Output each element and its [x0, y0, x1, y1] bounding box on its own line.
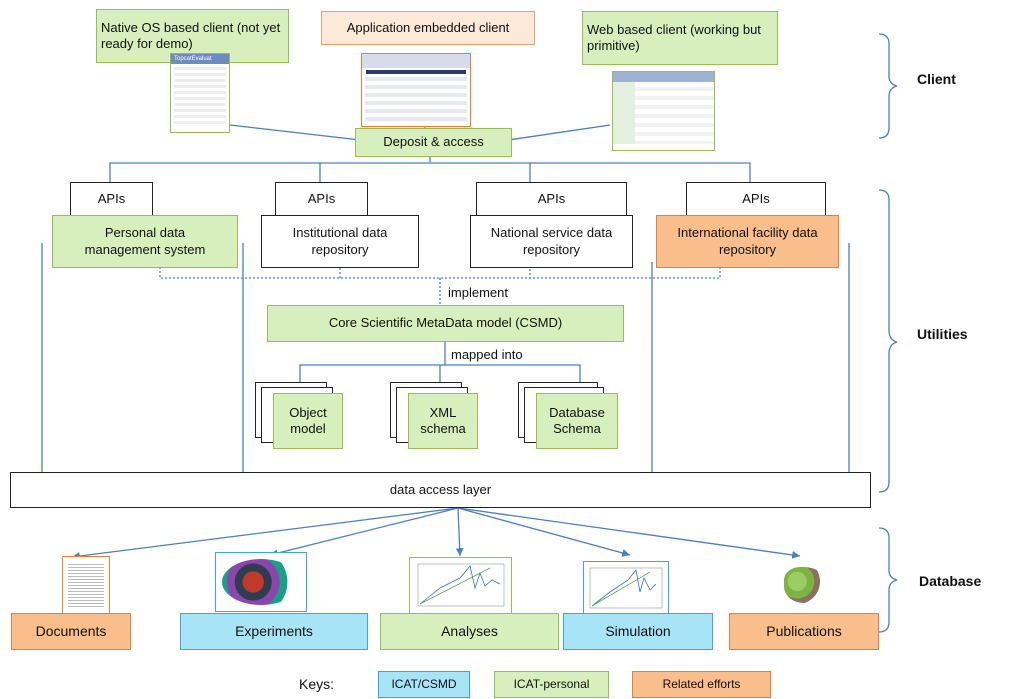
documents-picture	[62, 556, 110, 614]
embedded-client-screenshot	[361, 53, 471, 127]
csmd-box: Core Scientific MetaData model (CSMD)	[267, 305, 624, 342]
experiments-picture	[215, 552, 307, 612]
model-label: XML schema	[420, 404, 466, 436]
analyses-box: Analyses	[380, 613, 559, 650]
key-related-efforts: Related efforts	[632, 671, 771, 698]
section-label-utilities: Utilities	[917, 326, 968, 342]
national-repository-box: National service data repository	[470, 215, 633, 268]
web-client-label: Web based client (working but primitive)	[587, 21, 761, 53]
embedded-client-label: Application embedded client	[346, 19, 510, 35]
line-implement-dotted	[159, 267, 721, 279]
line-api-bus	[109, 162, 751, 182]
implement-label: implement	[446, 285, 510, 300]
key-label: ICAT/CSMD	[391, 677, 457, 691]
database-label: Simulation	[605, 622, 671, 639]
database-label: Documents	[35, 622, 107, 639]
application-embedded-client-box: Application embedded client	[321, 11, 535, 45]
international-repository-box: International facility data repository	[656, 215, 839, 268]
apis-label: APIs	[537, 190, 566, 206]
line-native-client	[229, 124, 361, 141]
apis-label: APIs	[307, 190, 336, 206]
documents-box: Documents	[11, 613, 131, 650]
object-model-stack: Object model	[255, 382, 355, 452]
repository-label: Institutional data repository	[292, 225, 388, 257]
brace-utilities	[878, 189, 898, 493]
data-access-layer: data access layer	[10, 472, 871, 508]
deposit-access-label: Deposit & access	[383, 134, 484, 150]
apis-label: APIs	[97, 190, 126, 206]
brace-client	[878, 33, 898, 139]
institutional-repository-box: Institutional data repository	[261, 215, 419, 268]
simulation-plot	[589, 567, 663, 609]
object-model-box: Object model	[273, 393, 343, 449]
database-label: Publications	[766, 622, 842, 639]
key-icat-csmd: ICAT/CSMD	[378, 671, 470, 698]
analyses-picture	[409, 557, 512, 615]
repository-label: National service data repository	[490, 225, 613, 257]
data-access-layer-label: data access layer	[389, 481, 492, 497]
model-label: Database Schema	[549, 404, 605, 436]
apis-box-personal: APIs	[70, 182, 153, 216]
web-client-screenshot	[612, 71, 715, 151]
key-label: Related efforts	[662, 677, 741, 691]
database-label: Analyses	[441, 622, 498, 639]
apis-box-institutional: APIs	[275, 182, 368, 216]
section-label-client: Client	[917, 71, 956, 87]
experiments-box: Experiments	[180, 613, 368, 650]
analyses-plot	[417, 563, 505, 607]
mapped-into-label: mapped into	[451, 347, 523, 362]
simulation-box: Simulation	[563, 613, 713, 650]
native-client-screenshot: TopcatEvaluat	[170, 53, 230, 133]
deposit-access-box: Deposit & access	[355, 128, 512, 157]
database-schema-box: Database Schema	[536, 393, 618, 449]
keys-label: Keys:	[299, 676, 335, 692]
key-label: ICAT-personal	[513, 677, 590, 691]
xml-schema-box: XML schema	[408, 393, 478, 449]
repository-label: International facility data repository	[677, 225, 818, 257]
line-web-client	[494, 124, 611, 143]
key-icat-personal: ICAT-personal	[494, 671, 609, 698]
database-schema-stack: Database Schema	[518, 382, 628, 452]
apis-label: APIs	[742, 190, 770, 206]
simulation-picture	[583, 561, 669, 617]
publications-picture	[778, 559, 834, 615]
native-os-client-label: Native OS based client (not yet ready fo…	[101, 19, 281, 51]
native-client-logo: TopcatEvaluat	[171, 54, 229, 64]
brace-database	[878, 527, 898, 633]
section-label-database: Database	[919, 573, 982, 589]
xml-schema-stack: XML schema	[390, 382, 490, 452]
personal-data-management-box: Personal data management system	[52, 215, 238, 268]
publications-box: Publications	[729, 613, 879, 650]
apis-box-international: APIs	[686, 182, 826, 216]
csmd-label: Core Scientific MetaData model (CSMD)	[328, 315, 563, 331]
database-label: Experiments	[235, 622, 313, 639]
repository-label: Personal data management system	[84, 225, 206, 257]
apis-box-national: APIs	[476, 182, 627, 216]
model-label: Object model	[289, 404, 327, 436]
web-client-box: Web based client (working but primitive)	[582, 11, 778, 65]
